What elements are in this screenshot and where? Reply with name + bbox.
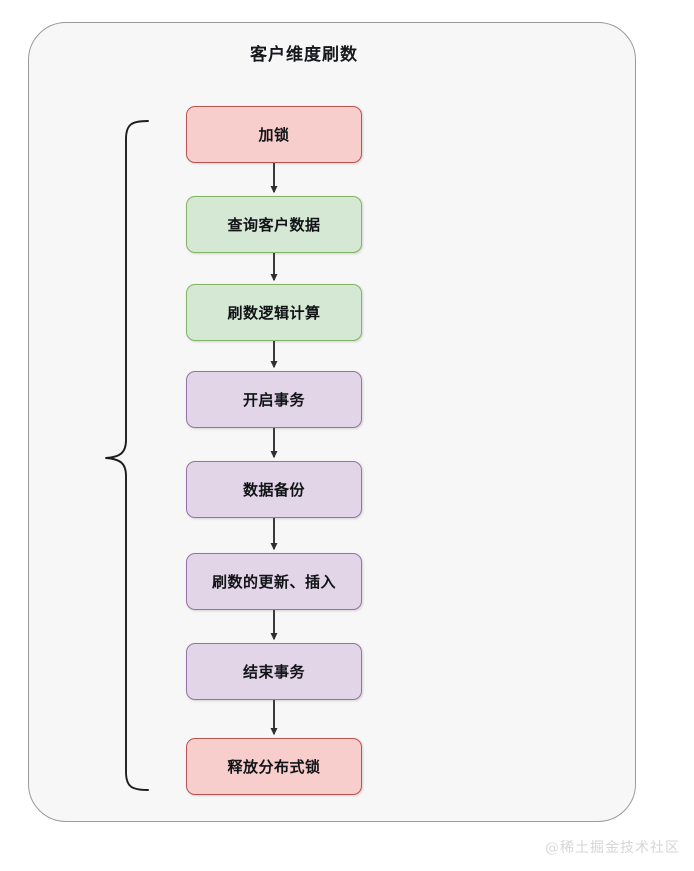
page-title: 客户维度刷数 [250, 45, 358, 65]
flow-node-query-customer-data[interactable]: 查询客户数据 [186, 196, 362, 253]
flow-node-refresh-logic-calc[interactable]: 刷数逻辑计算 [186, 284, 362, 341]
watermark-text: @稀土掘金技术社区 [545, 840, 680, 856]
flow-node-data-backup[interactable]: 数据备份 [186, 461, 362, 518]
flow-node-release-lock[interactable]: 释放分布式锁 [186, 738, 362, 795]
flow-node-begin-transaction[interactable]: 开启事务 [186, 371, 362, 428]
flow-node-lock[interactable]: 加锁 [186, 106, 362, 163]
flow-node-update-insert[interactable]: 刷数的更新、插入 [186, 553, 362, 610]
flow-node-end-transaction[interactable]: 结束事务 [186, 643, 362, 700]
